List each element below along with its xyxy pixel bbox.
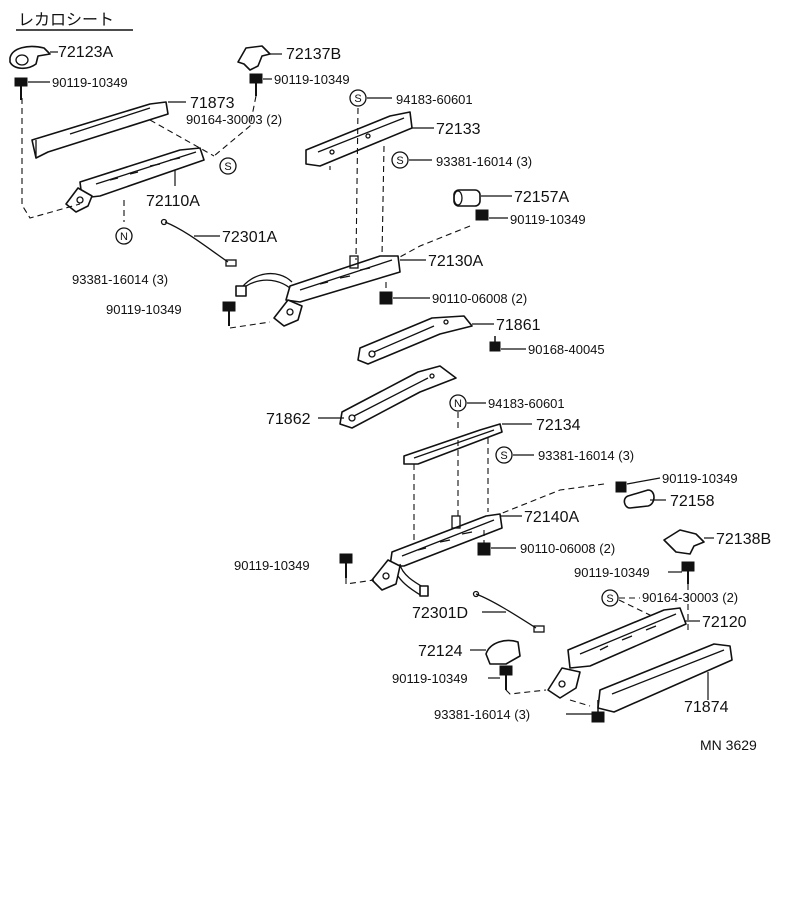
marker-letter: S	[396, 155, 403, 167]
n-marker-icon: N	[449, 394, 467, 412]
rail-72120-part	[547, 607, 687, 699]
bolt-icon	[499, 665, 513, 690]
part-label: 71873	[190, 95, 235, 112]
part-label: 90168-40045	[528, 342, 605, 357]
bolt-icon	[222, 301, 236, 326]
part-label: 71874	[684, 699, 729, 716]
s-marker-icon: N	[115, 227, 133, 245]
bracket-71862-part	[339, 365, 457, 429]
bolt-icon	[249, 73, 263, 96]
clip-72138b-part	[663, 529, 705, 555]
part-label: 90119-10349	[510, 212, 586, 227]
nut-icon	[477, 542, 491, 556]
s-marker-icon: S	[601, 589, 619, 607]
part-label: 90164-30003 (2)	[642, 590, 738, 605]
bolt-icon	[14, 77, 28, 100]
part-label: 72110A	[146, 193, 200, 210]
part-label: 72120	[702, 614, 747, 631]
part-label: 72137B	[286, 46, 341, 63]
bolt-icon	[591, 700, 605, 723]
rail-72140a-part	[371, 513, 503, 597]
cable-72301a-part	[160, 218, 237, 267]
bolt-icon	[489, 336, 501, 352]
cover-71873-part	[31, 101, 169, 159]
cable-72301d-part	[472, 590, 545, 633]
marker-letter: S	[224, 161, 231, 173]
part-label: 72123A	[58, 44, 113, 61]
part-label: 90119-10349	[392, 671, 468, 686]
part-label: 90110-06008 (2)	[432, 291, 527, 306]
part-label: 90119-10349	[234, 558, 310, 573]
part-label: 93381-16014 (3)	[538, 448, 634, 463]
part-label: 72130A	[428, 253, 483, 270]
part-label: 94183-60601	[396, 92, 473, 107]
marker-letter: S	[606, 593, 613, 605]
part-label: 72134	[536, 417, 581, 434]
s-marker-icon: S	[219, 157, 237, 175]
part-label: 93381-16014 (3)	[436, 154, 532, 169]
part-label: 90119-10349	[106, 302, 182, 317]
diagram-title: レカロシート	[18, 12, 114, 29]
part-label: 93381-16014 (3)	[72, 272, 168, 287]
part-label: 93381-16014 (3)	[434, 707, 530, 722]
part-label: 72124	[418, 643, 463, 660]
part-label: 90119-10349	[52, 75, 128, 90]
bolt-icon	[615, 481, 627, 493]
nut-icon	[379, 291, 393, 305]
clip-72137b-part	[237, 45, 271, 71]
marker-letter: S	[354, 93, 361, 105]
part-label: 72157A	[514, 189, 569, 206]
part-label: 90119-10349	[662, 471, 738, 486]
clip-72124-part	[485, 639, 521, 665]
bracket-72133-part	[305, 111, 413, 167]
bolt-icon	[475, 209, 489, 221]
part-label: 71861	[496, 317, 541, 334]
part-label: 72138B	[716, 531, 771, 548]
marker-letter: N	[454, 398, 462, 410]
part-label: 94183-60601	[488, 396, 565, 411]
s-marker-icon: S	[495, 446, 513, 464]
knob-72157a-part	[453, 189, 481, 207]
knob-72158-part	[623, 489, 655, 509]
part-label: 72301A	[222, 229, 277, 246]
part-label: 72301D	[412, 605, 468, 622]
reference-code: MN 3629	[700, 737, 757, 753]
bolt-icon	[339, 553, 353, 578]
s-marker-icon: S	[391, 151, 409, 169]
part-label: 90119-10349	[574, 565, 650, 580]
marker-letter: N	[120, 231, 128, 243]
part-label: 72133	[436, 121, 481, 138]
bracket-71861-part	[357, 315, 473, 365]
n-marker-icon: S	[349, 89, 367, 107]
part-label: 90164-30003 (2)	[186, 112, 282, 127]
rail-72110a-part	[65, 147, 205, 213]
part-label: 90110-06008 (2)	[520, 541, 615, 556]
bracket-72134-part	[403, 423, 503, 465]
clip-72123a-part	[9, 45, 51, 70]
bolt-icon	[681, 561, 695, 584]
part-label: 72158	[670, 493, 715, 510]
part-label: 71862	[266, 411, 311, 428]
part-label: 72140A	[524, 509, 579, 526]
marker-letter: S	[500, 450, 507, 462]
rail-72130a-part	[235, 255, 401, 327]
part-label: 90119-10349	[274, 72, 350, 87]
